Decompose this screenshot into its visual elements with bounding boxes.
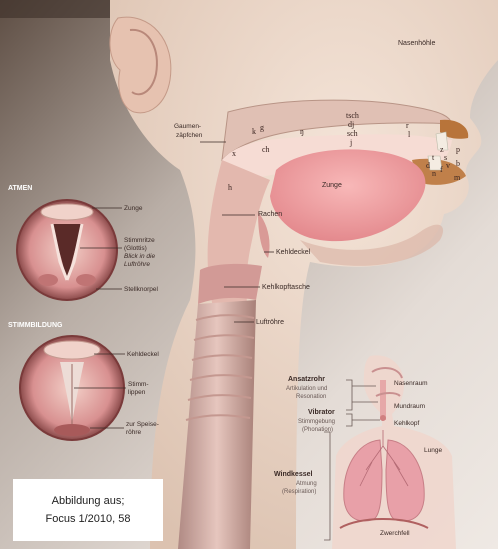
- group-title-ansatzrohr: Ansatzrohr: [288, 376, 325, 383]
- phoneme-f: f: [440, 165, 443, 174]
- phoneme-ng: ŋ: [300, 127, 304, 136]
- label-kehlkopftasche: Kehlkopftasche: [262, 284, 310, 291]
- credit-box: Abbildung aus; Focus 1/2010, 58: [13, 479, 163, 541]
- phoneme-sch: sch: [347, 129, 358, 138]
- section-title-stimmbildung: STIMMBILDUNG: [8, 322, 63, 329]
- arytenoid-right: [76, 274, 96, 286]
- phoneme-n: n: [432, 169, 436, 178]
- phoneme-x: x: [232, 149, 236, 158]
- phoneme-p: p: [456, 145, 460, 154]
- atmen-tongue-base: [41, 204, 93, 220]
- credit-line-2: Focus 1/2010, 58: [45, 510, 130, 528]
- organ-zwerchfell: Zwerchfell: [380, 530, 410, 537]
- group-title-vibrator: Vibrator: [308, 409, 335, 416]
- stimm-label-kehldeckel: Kehldeckel: [127, 351, 159, 358]
- atmen-label-stellknorpel: Stellknorpel: [124, 286, 159, 293]
- credit-line-1: Abbildung aus;: [52, 492, 125, 510]
- phoneme-r: r: [406, 121, 409, 130]
- phoneme-b: b: [456, 159, 460, 168]
- organ-nasenraum: Nasenraum: [394, 380, 428, 387]
- group-title-windkessel: Windkessel: [274, 471, 313, 478]
- phoneme-h: h: [228, 183, 232, 192]
- arytenoid-left: [38, 274, 58, 286]
- phoneme-d: d: [426, 161, 430, 170]
- organ-kehlkopf: Kehlkopf: [394, 420, 419, 427]
- label-kehldeckel-head: Kehldeckel: [276, 249, 311, 256]
- phoneme-ch: ch: [262, 145, 270, 154]
- label-nasenhoehle: Nasenhöhle: [398, 40, 435, 47]
- esophagus-entry: [54, 424, 90, 436]
- body-larynx: [380, 415, 386, 421]
- phoneme-v: v: [446, 161, 450, 170]
- phoneme-k: k: [252, 127, 256, 136]
- organ-mundraum: Mundraum: [394, 403, 425, 410]
- atmen-label-zunge: Zunge: [124, 205, 143, 212]
- section-title-atmen: ATMEN: [8, 185, 32, 192]
- phoneme-j: j: [349, 138, 352, 147]
- phoneme-g: g: [260, 123, 264, 132]
- stimm-epiglottis: [44, 341, 100, 359]
- label-zunge: Zunge: [322, 182, 342, 189]
- body-airway: [380, 380, 386, 420]
- phoneme-m: m: [454, 173, 461, 182]
- phoneme-dj: dj: [348, 120, 354, 129]
- organ-lunge: Lunge: [424, 447, 442, 454]
- label-rachen: Rachen: [258, 211, 282, 218]
- label-luftroehre: Luftröhre: [256, 319, 284, 326]
- phoneme-tsch: tsch: [346, 111, 359, 120]
